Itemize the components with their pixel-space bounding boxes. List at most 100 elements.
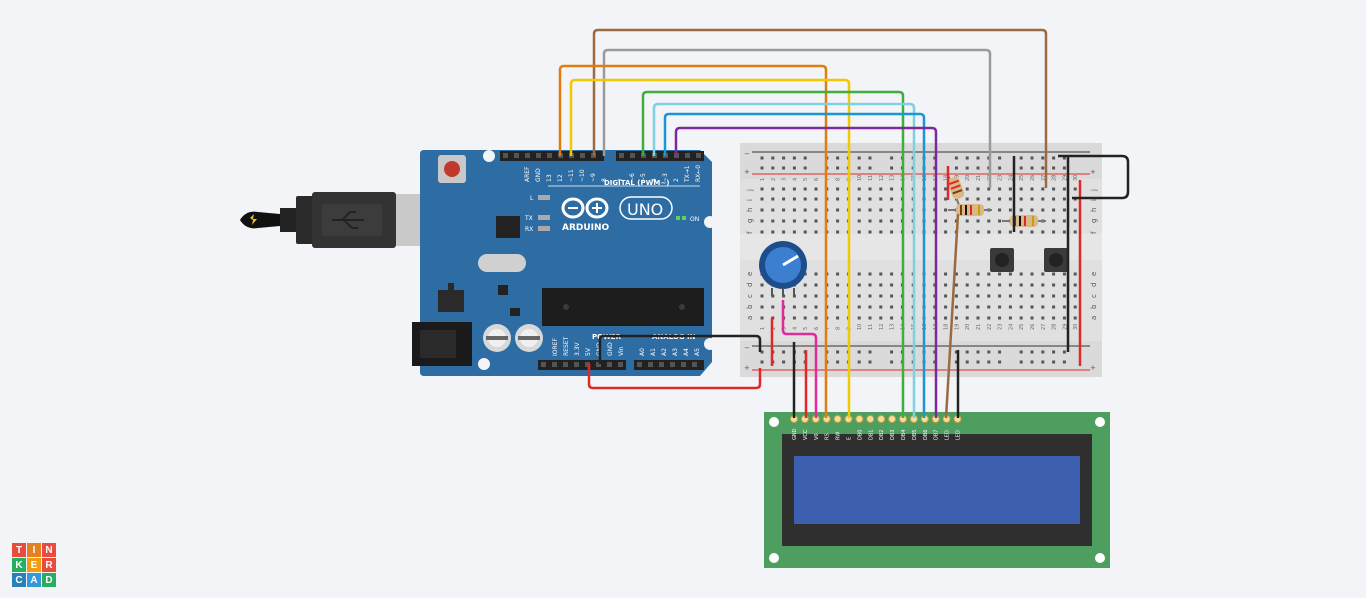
breadboard-hole[interactable] [760,230,764,234]
breadboard-hole[interactable] [760,316,764,320]
rail-hole[interactable] [987,360,991,364]
breadboard-hole[interactable] [803,219,807,223]
rail-hole[interactable] [836,350,840,354]
rail-hole[interactable] [1030,156,1034,160]
breadboard-hole[interactable] [954,294,958,298]
breadboard-hole[interactable] [1062,283,1066,287]
breadboard-hole[interactable] [760,187,764,191]
breadboard-hole[interactable] [1073,219,1077,223]
rail-hole[interactable] [857,166,861,170]
breadboard-hole[interactable] [1052,294,1056,298]
breadboard-hole[interactable] [998,316,1002,320]
breadboard-hole[interactable] [976,316,980,320]
breadboard-hole[interactable] [857,230,861,234]
breadboard-hole[interactable] [836,305,840,309]
breadboard-hole[interactable] [803,294,807,298]
breadboard-hole[interactable] [814,219,818,223]
rail-hole[interactable] [760,156,764,160]
wire-lightblue[interactable] [652,102,916,418]
breadboard-hole[interactable] [1019,283,1023,287]
wire-yellow[interactable] [569,78,851,418]
breadboard-hole[interactable] [1062,272,1066,276]
lcd-pin[interactable] [888,415,897,423]
breadboard-hole[interactable] [998,283,1002,287]
wire-purple[interactable] [674,126,938,418]
rail-hole[interactable] [857,156,861,160]
breadboard-hole[interactable] [1052,316,1056,320]
breadboard-hole[interactable] [868,197,872,201]
breadboard-hole[interactable] [987,197,991,201]
breadboard-hole[interactable] [965,305,969,309]
wire-pink-lcd-v0[interactable] [781,300,818,418]
breadboard-hole[interactable] [1062,187,1066,191]
lcd-pin[interactable] [855,415,864,423]
wire-green[interactable] [641,90,905,418]
breadboard-hole[interactable] [1019,294,1023,298]
breadboard-hole[interactable] [879,283,883,287]
breadboard-hole[interactable] [987,305,991,309]
breadboard-hole[interactable] [836,230,840,234]
breadboard-hole[interactable] [976,283,980,287]
breadboard-hole[interactable] [879,197,883,201]
rail-hole[interactable] [760,360,764,364]
wire-red-5v[interactable] [587,364,762,390]
breadboard-hole[interactable] [1052,272,1056,276]
breadboard-hole[interactable] [998,294,1002,298]
breadboard-hole[interactable] [814,197,818,201]
breadboard-hole[interactable] [976,187,980,191]
breadboard-hole[interactable] [836,197,840,201]
rail-hole[interactable] [792,156,796,160]
wire-black-bridge[interactable] [1058,154,1130,200]
breadboard-hole[interactable] [944,187,948,191]
breadboard-hole[interactable] [987,272,991,276]
breadboard-hole[interactable] [1041,230,1045,234]
breadboard-hole[interactable] [965,187,969,191]
power-jack[interactable] [412,322,472,366]
rail-hole[interactable] [836,166,840,170]
rail-hole[interactable] [890,350,894,354]
breadboard-hole[interactable] [857,294,861,298]
breadboard-hole[interactable] [803,316,807,320]
breadboard-hole[interactable] [1030,283,1034,287]
breadboard-hole[interactable] [771,219,775,223]
breadboard-hole[interactable] [1008,283,1012,287]
rail-hole[interactable] [868,166,872,170]
rail-hole[interactable] [760,350,764,354]
rail-hole[interactable] [998,360,1002,364]
rail-hole[interactable] [1062,166,1066,170]
breadboard-hole[interactable] [1019,316,1023,320]
breadboard-hole[interactable] [1052,305,1056,309]
breadboard-hole[interactable] [857,316,861,320]
rail-hole[interactable] [760,166,764,170]
breadboard-hole[interactable] [965,197,969,201]
breadboard-hole[interactable] [1073,187,1077,191]
breadboard-hole[interactable] [1062,294,1066,298]
breadboard-hole[interactable] [803,187,807,191]
breadboard-hole[interactable] [1008,316,1012,320]
arduino-uno-board[interactable]: AREF GND 13 12 ~11 ~10 ~9 8 7 ~6 ~5 4 ~3… [412,150,716,376]
breadboard-hole[interactable] [836,187,840,191]
breadboard-hole[interactable] [1073,272,1077,276]
breadboard-hole[interactable] [965,316,969,320]
breadboard-hole[interactable] [965,219,969,223]
breadboard-hole[interactable] [890,208,894,212]
breadboard-hole[interactable] [1019,187,1023,191]
wire-gray[interactable] [602,48,992,188]
breadboard-hole[interactable] [857,283,861,287]
breadboard-hole[interactable] [879,294,883,298]
lcd-pin[interactable] [877,415,886,423]
breadboard-hole[interactable] [792,219,796,223]
rail-hole[interactable] [965,360,969,364]
breadboard-hole[interactable] [944,197,948,201]
breadboard-hole[interactable] [836,272,840,276]
breadboard-hole[interactable] [965,283,969,287]
breadboard-hole[interactable] [1030,208,1034,212]
rail-hole[interactable] [1062,350,1066,354]
breadboard-hole[interactable] [1008,197,1012,201]
breadboard-hole[interactable] [1030,316,1034,320]
breadboard-hole[interactable] [836,208,840,212]
breadboard-hole[interactable] [814,187,818,191]
breadboard-hole[interactable] [803,230,807,234]
breadboard-hole[interactable] [890,283,894,287]
breadboard-hole[interactable] [1041,208,1045,212]
